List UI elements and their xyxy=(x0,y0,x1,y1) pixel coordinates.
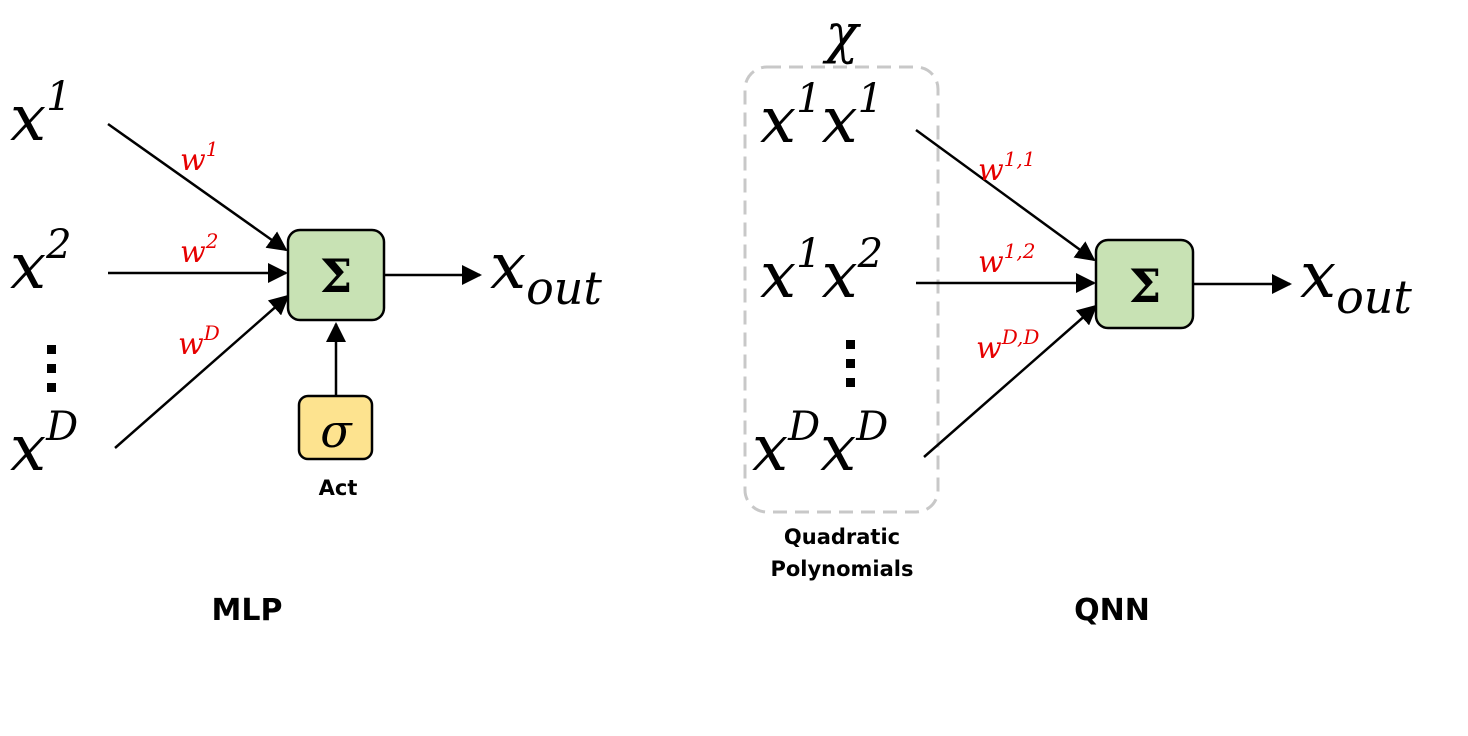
qnn-group-symbol: χ xyxy=(822,2,862,65)
mlp-sum-symbol: Σ xyxy=(320,249,353,303)
qnn-group-label-line2: Polynomials xyxy=(770,557,913,581)
qnn-polynomial-group-box xyxy=(743,65,940,514)
mlp-input-2: x2 xyxy=(10,222,72,304)
qnn-weight-1-2: w1,2 xyxy=(978,239,1036,280)
qnn-input-d-d: xDxD xyxy=(752,404,888,486)
mlp-weight-2: w2 xyxy=(180,229,218,270)
qnn-input-1-2: x1x2 xyxy=(760,231,883,313)
mlp-activation-label: Act xyxy=(319,476,358,500)
qnn-output: xout xyxy=(1300,239,1412,324)
mlp-ellipsis xyxy=(47,345,56,392)
qnn-group-label-line1: Quadratic xyxy=(784,525,900,549)
mlp-activation-symbol: σ xyxy=(320,404,353,458)
mlp-activation-box xyxy=(297,394,374,461)
qnn-diagram: χ x1x1 x1x2 xDxD w1,1 w1,2 xyxy=(743,2,1412,628)
mlp-weight-d: wD xyxy=(178,321,220,362)
qnn-weight-d-d: wD,D xyxy=(976,325,1039,366)
qnn-edge-1-1 xyxy=(915,128,1096,262)
mlp-weight-1: w1 xyxy=(180,137,218,178)
mlp-caption: MLP xyxy=(212,593,283,628)
mlp-edge-1 xyxy=(107,122,288,252)
qnn-edge-d-d xyxy=(923,304,1098,458)
mlp-diagram: x1 x2 xD w1 w2 wD Σ xyxy=(10,74,602,628)
qnn-weight-1-1: w1,1 xyxy=(978,147,1036,188)
qnn-sum-symbol: Σ xyxy=(1129,259,1162,313)
mlp-output: xout xyxy=(490,230,602,315)
qnn-input-1-1: x1x1 xyxy=(760,76,883,158)
mlp-edge-d xyxy=(114,294,290,449)
qnn-caption: QNN xyxy=(1074,593,1150,628)
qnn-ellipsis xyxy=(846,340,855,387)
mlp-input-1: x1 xyxy=(10,74,72,156)
mlp-input-d: xD xyxy=(10,404,78,486)
